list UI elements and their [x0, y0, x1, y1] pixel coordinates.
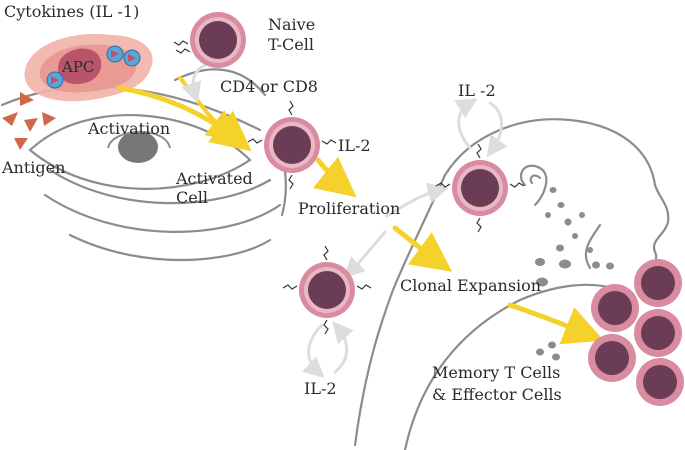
- antigen-icon: [42, 112, 56, 126]
- label-naive-line1: Naive: [268, 15, 315, 34]
- cheek-line-1: [43, 193, 282, 233]
- antigen-on-receptor-icon: [51, 76, 59, 84]
- proliferating-t-cell: [282, 245, 372, 335]
- lymph-node: [556, 244, 564, 252]
- head-outline: [443, 118, 670, 280]
- lymph-node-t-cell: [435, 143, 525, 233]
- label-cytokines: Cytokines (IL -1): [4, 2, 139, 21]
- receptor-zigzag-icon: [323, 319, 329, 335]
- label-il2-bottom: IL-2: [304, 379, 337, 398]
- label-clonal-expansion: Clonal Expansion: [400, 276, 541, 295]
- lymph-node: [536, 348, 544, 356]
- lymph-nodes: [535, 187, 614, 361]
- iris-outline: [107, 130, 171, 149]
- lymph-node: [587, 247, 593, 253]
- apc-cell: [24, 34, 153, 102]
- arrow-to-clonal-expansion: [392, 225, 453, 272]
- arrow-to-proliferation: [312, 156, 357, 198]
- lymph-node: [579, 212, 585, 218]
- label-proliferation: Proliferation: [298, 199, 400, 218]
- label-activated-line1: Activated: [175, 169, 253, 188]
- receptor-zigzag-icon: [247, 138, 263, 144]
- label-il2-top: IL -2: [458, 81, 496, 100]
- memory-effector-cells: [588, 259, 684, 406]
- arrow-to-memory: [507, 302, 604, 345]
- effector-cell: [634, 259, 682, 307]
- label-memory-line1: Memory T Cells: [432, 363, 560, 382]
- effector-cell: [636, 358, 684, 406]
- lymph-node: [535, 258, 545, 266]
- antigen-particles: [2, 92, 56, 150]
- arrow-il2-top-right: [486, 101, 508, 158]
- lymph-node: [557, 202, 565, 208]
- receptor-zigzag-icon: [288, 100, 294, 116]
- lymph-node: [536, 277, 548, 287]
- activated-t-cell: [247, 100, 337, 190]
- label-il2-activated: IL-2: [338, 136, 371, 155]
- antigen-icon: [14, 138, 28, 150]
- label-naive-line2: T-Cell: [268, 35, 314, 54]
- ear-inner: [529, 174, 542, 185]
- pupil-icon: [118, 131, 158, 163]
- lymph-node: [549, 187, 557, 193]
- lymph-node: [545, 212, 551, 218]
- effector-cell: [591, 284, 639, 332]
- antigen-on-receptor-icon: [111, 50, 119, 58]
- arrows: [117, 63, 604, 379]
- label-memory-line2: & Effector Cells: [432, 385, 562, 404]
- effector-cell: [634, 309, 682, 357]
- label-cd4-cd8: CD4 or CD8: [220, 77, 318, 96]
- fold-line: [173, 68, 267, 97]
- lymph-node: [592, 261, 600, 269]
- lymph-node: [552, 353, 560, 361]
- arrow-naive-return: [181, 63, 207, 104]
- lymph-node: [564, 218, 572, 226]
- eye-outline: [28, 114, 252, 190]
- effector-cell: [588, 334, 636, 382]
- label-activation: Activation: [87, 119, 170, 138]
- jaw-line: [584, 223, 602, 270]
- receptor-zigzag-icon: [175, 48, 191, 54]
- receptor-zigzag-icon: [476, 217, 482, 233]
- arrow-il2-bottom-left: [302, 323, 325, 379]
- antigen-icon: [20, 92, 34, 106]
- label-apc: APC: [61, 58, 94, 76]
- antigen-on-receptor-icon: [128, 54, 136, 62]
- back-of-neck-line: [353, 173, 447, 447]
- receptor-zigzag-icon: [282, 284, 298, 290]
- arrow-il2-top-left: [454, 98, 478, 150]
- antigen-icon: [2, 112, 18, 126]
- arrow-to-node-cell: [385, 182, 449, 218]
- arrow-il2-bottom-right: [332, 321, 354, 374]
- label-activated-line2: Cell: [176, 188, 208, 207]
- antigen-icon: [24, 118, 38, 132]
- receptor-zigzag-icon: [288, 174, 294, 190]
- lymph-node: [572, 233, 578, 239]
- receptor-zigzag-icon: [173, 40, 189, 46]
- lower-lid-line: [48, 168, 272, 205]
- receptor-zigzag-icon: [321, 139, 337, 145]
- receptor-zigzag-icon: [323, 245, 329, 261]
- arrow-to-lower-cell: [343, 230, 387, 279]
- cheek-line-2: [68, 233, 272, 262]
- receptor-zigzag-icon: [476, 143, 482, 159]
- naive-t-cell: [173, 12, 246, 68]
- receptor-zigzag-icon: [356, 284, 372, 290]
- lymph-node: [606, 262, 614, 270]
- lymph-node: [559, 259, 571, 269]
- receptor-zigzag-icon: [435, 182, 451, 188]
- label-antigen: Antigen: [1, 158, 65, 177]
- lymph-node: [548, 341, 556, 349]
- receptor-zigzag-icon: [509, 182, 525, 188]
- ear-outline: [519, 164, 548, 207]
